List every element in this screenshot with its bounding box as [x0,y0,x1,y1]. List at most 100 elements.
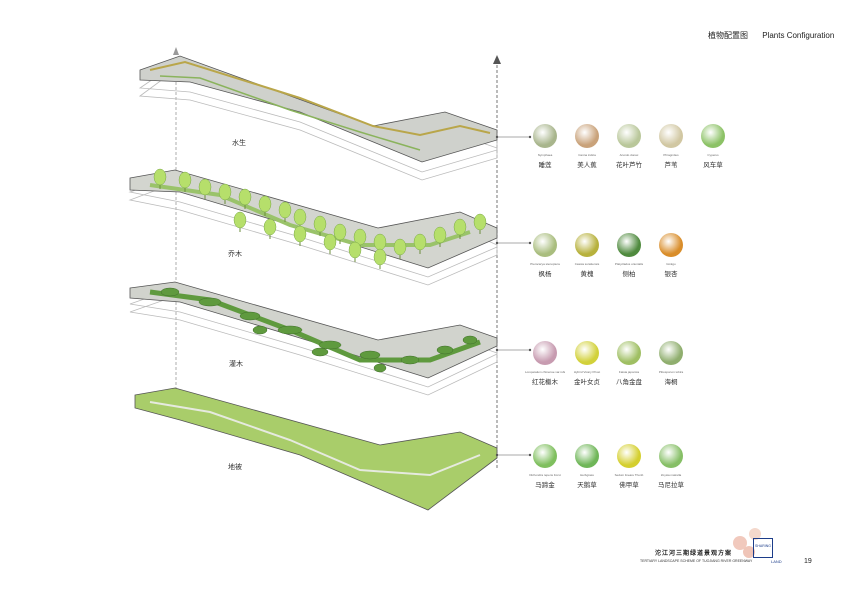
tree-icon [264,219,276,239]
page-number: 19 [804,558,812,565]
shrub-patch [463,336,477,344]
shrub-patch [374,364,386,372]
plant-photo [575,233,599,257]
logo-text: SHARING [755,544,771,548]
plant-latin-name: Canna indica [567,153,607,157]
plant-cn-name: 佛甲草 [609,479,649,489]
left-axis-arrowhead [173,47,179,55]
plant-item: Loropetalum chinense var.rubrum 红花檵木 [525,341,565,386]
shrub-patch [278,326,302,334]
layer-label-trees: 乔木 [228,249,242,259]
plant-photo [617,124,641,148]
layer-label-aquatic: 水生 [232,138,246,148]
plant-item: Canna indica 美人蕉 [567,124,607,169]
layer-label-groundcover: 地被 [228,462,242,472]
plant-latin-name: Cassia surattensis [567,262,607,266]
plant-item: Arundo donax 花叶芦竹 [609,124,649,169]
tree-icon [294,226,306,246]
plant-latin-name: Platycladus orientalis [609,262,649,266]
tree-icon [374,249,386,269]
plant-latin-name: Zoysia matrella [651,473,691,477]
plant-item: Pittosporum tobira 海桐 [651,341,691,386]
plant-cn-name: 黄槐 [567,268,607,278]
footer-title-en: TERTIARY LANDSCAPE SCHEME OF TUOJIANG RI… [640,559,752,563]
shrub-patch [319,341,341,349]
plant-item: Dichondra repens Forst 马蹄金 [525,444,565,489]
layer-aquatic [140,56,497,180]
plant-photo [575,341,599,365]
layer-groundcover [135,388,497,510]
plant-photo [617,444,641,468]
plant-latin-name: Cyperus [693,153,733,157]
shrub-patch [161,288,179,296]
plant-item: Nymphaea 睡莲 [525,124,565,169]
plant-item: Phragmites 芦苇 [651,124,691,169]
plant-photo [533,233,557,257]
plant-latin-name: Pterocarya stenoptera [525,262,565,266]
tree-icon [324,234,336,254]
shrub-patch [240,312,260,320]
shrub-patch [253,326,267,334]
plant-cn-name: 风车草 [693,159,733,169]
footer-title-cn: 沱江河三期绿道景观方案 [655,548,732,557]
plant-item: Zoysia matrella 马尼拉草 [651,444,691,489]
plant-item: Ginkgo 银杏 [651,233,691,278]
plant-cn-name: 八角金盘 [609,376,649,386]
plant-cn-name: 马尼拉草 [651,479,691,489]
plant-cn-name: 海桐 [651,376,691,386]
plant-cn-name: 花叶芦竹 [609,159,649,169]
plant-photo [533,444,557,468]
plant-photo [659,444,683,468]
logo-box: SHARING [753,538,773,558]
plant-item: Cassia surattensis 黄槐 [567,233,607,278]
plant-cn-name: 马蹄金 [525,479,565,489]
plant-latin-name: Pittosporum tobira [651,370,691,374]
plant-cn-name: 金叶女贞 [567,376,607,386]
plant-photo [575,444,599,468]
plant-latin-name: Loropetalum chinense var.rubrum [525,370,565,374]
layer-shrubs [130,282,497,395]
shrub-patch [312,348,328,356]
plant-latin-name: Phragmites [651,153,691,157]
plant-latin-name: Hybrid Vicary Privet [567,370,607,374]
connector-dots [496,136,531,456]
plant-photo [575,124,599,148]
plant-cn-name: 芦苇 [651,159,691,169]
plant-latin-name: Dichondra repens Forst [525,473,565,477]
plant-latin-name: Ginkgo [651,262,691,266]
plant-photo [659,341,683,365]
plant-cn-name: 美人蕉 [567,159,607,169]
plant-cn-name: 睡莲 [525,159,565,169]
shrub-patch [401,356,419,364]
plant-cn-name: 红花檵木 [525,376,565,386]
plant-latin-name: Herbgrass [567,473,607,477]
plant-latin-name: Nymphaea [525,153,565,157]
right-axis-arrowhead [493,55,501,64]
plant-cn-name: 侧柏 [609,268,649,278]
connector-lines [497,137,530,455]
logo-sub: LAND [771,559,782,564]
plant-item: Herbgrass 天鹅草 [567,444,607,489]
shrub-patch [437,346,453,354]
plant-photo [701,124,725,148]
plant-photo [533,341,557,365]
plant-photo [659,124,683,148]
plant-item: Sedum lineare Thunb佛甲草 [609,444,649,489]
plant-item: Cyperus 风车草 [693,124,733,169]
layer-label-shrubs: 灌木 [229,359,243,369]
shrub-patch [199,298,221,306]
plant-photo [617,233,641,257]
plant-item: Hybrid Vicary Privet 金叶女贞 [567,341,607,386]
plant-photo [617,341,641,365]
shrub-patch [360,351,380,359]
plant-cn-name: 银杏 [651,268,691,278]
plant-latin-name: Arundo donax [609,153,649,157]
tree-icon [349,242,361,262]
plant-cn-name: 天鹅草 [567,479,607,489]
plant-item: Fatsia japonica八角金盘 [609,341,649,386]
plant-photo [533,124,557,148]
plant-item: Platycladus orientalis 侧柏 [609,233,649,278]
plant-photo [659,233,683,257]
